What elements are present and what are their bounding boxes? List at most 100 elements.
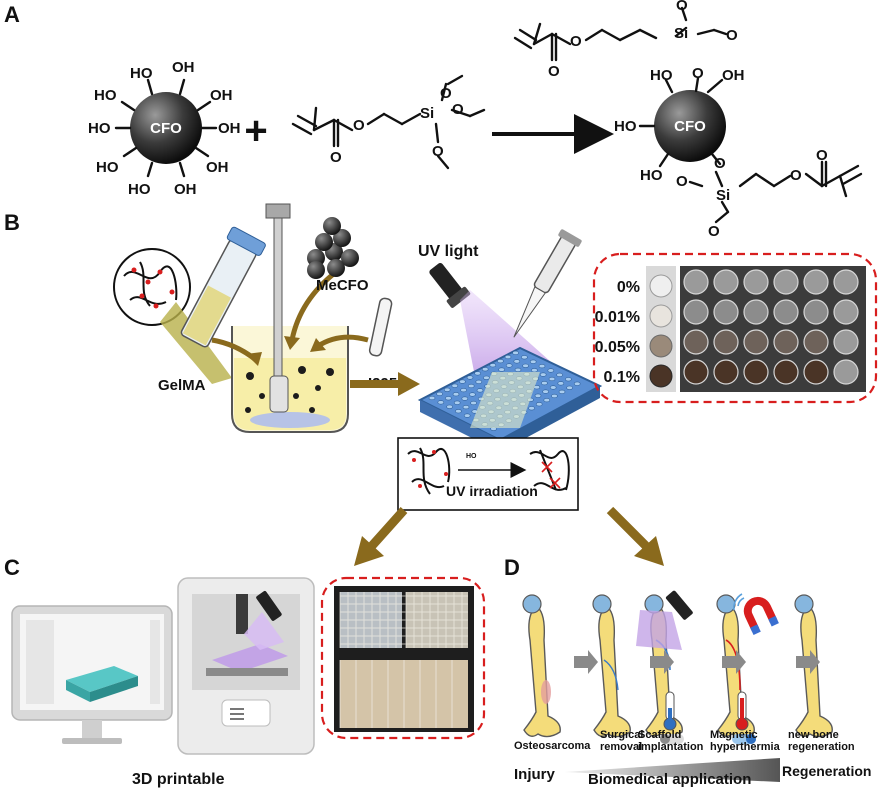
photo-well	[773, 359, 799, 385]
oh-label: OH	[210, 87, 233, 104]
oxygen-label: O	[726, 27, 738, 44]
photo-well	[773, 299, 799, 325]
thermometer-hot-icon	[735, 691, 749, 731]
monitor-icon	[11, 605, 173, 744]
plate-well	[548, 376, 556, 382]
plate-well	[558, 389, 566, 395]
inset-initiator-mark: HO	[466, 453, 477, 460]
initiator-tube-icon	[368, 297, 393, 357]
plate-well	[467, 383, 475, 389]
plate-well	[573, 381, 581, 386]
photo-well	[743, 359, 769, 385]
stage-line: removal	[600, 741, 642, 753]
silane-molecule	[291, 74, 486, 170]
photo-well	[773, 329, 799, 355]
photo-well	[743, 329, 769, 355]
plus-sign: +	[244, 109, 267, 153]
plate-well	[539, 372, 547, 377]
oh-label: HO	[88, 120, 111, 137]
plate-well	[538, 364, 546, 369]
plate-well	[476, 388, 484, 393]
oh-label: HO	[130, 65, 153, 82]
beaker-liquid	[234, 358, 346, 430]
plate-well	[534, 393, 542, 398]
photo-well	[713, 329, 739, 355]
inset-crosslinks	[541, 461, 561, 489]
cfo-sphere-right	[654, 90, 726, 162]
branch-arrow-right	[606, 506, 652, 552]
product-bonds	[513, 6, 863, 224]
photo-well	[713, 359, 739, 385]
toggle-icon	[660, 734, 756, 744]
inset-chains-right	[529, 449, 570, 491]
panel-b: MeCFO I2959 GelMA UV light	[113, 203, 878, 566]
oxygen-label: O	[440, 85, 452, 102]
oxygen-label: O	[570, 33, 582, 50]
plate-well	[452, 392, 460, 397]
plate-well	[504, 354, 512, 360]
plate-well	[505, 363, 513, 368]
branch-arrow-left	[366, 506, 408, 552]
photo-well	[833, 359, 859, 385]
vial-wells	[649, 274, 673, 388]
panel-c: 3D printable	[11, 576, 486, 788]
plate-well	[543, 398, 551, 403]
beaker-particles	[245, 366, 334, 413]
stage-line: Magnetic	[710, 729, 758, 741]
uv-irradiation-label: UV irradiation	[446, 483, 538, 499]
oh-label: OH	[218, 120, 241, 137]
silicon-label: Si	[420, 105, 434, 122]
stage-line: Scaffold	[638, 729, 681, 741]
pipette-icon	[513, 229, 582, 338]
stage-line: Surgical	[600, 729, 643, 741]
photo-well	[803, 269, 829, 295]
plate-well	[547, 368, 555, 373]
scaffold-photo-frame	[320, 576, 486, 740]
plate-well	[445, 396, 452, 401]
plate-well	[542, 389, 549, 394]
oh-label: OH	[174, 181, 197, 198]
oxygen-label: O	[452, 101, 464, 118]
cfo-label-left: CFO	[150, 120, 182, 137]
gelma-label: GelMA	[158, 377, 206, 394]
oh-label: HO	[128, 181, 151, 198]
oh-label: OH	[722, 67, 745, 84]
stir-vortex	[250, 412, 330, 428]
stage-line: new bone	[788, 729, 839, 741]
regeneration-label: Regeneration	[782, 763, 871, 779]
plate-well	[437, 400, 445, 405]
oxygen-label: O	[676, 0, 688, 14]
plate-well	[455, 409, 462, 414]
stage-arrows	[574, 650, 820, 674]
cfo-sphere-left	[130, 92, 202, 164]
oh-label: HO	[640, 167, 663, 184]
oxygen-label: O	[432, 143, 444, 160]
plate-well	[565, 377, 572, 382]
plate-well	[512, 350, 519, 356]
femur-icon	[522, 594, 561, 738]
panel-a: CFO HO OH HO OH HO OH HO OH HO OH +	[88, 0, 863, 240]
panel-letter-a: A	[4, 2, 20, 27]
biomedical-application-label: Biomedical application	[588, 771, 751, 788]
panel-letter-c: C	[4, 555, 20, 580]
flashlight-icon	[665, 590, 693, 620]
flow-arrow	[316, 334, 369, 349]
concentration-label: 0.01%	[595, 309, 640, 326]
plate-well	[489, 363, 497, 368]
photo-well	[833, 269, 859, 295]
oxygen-label: O	[692, 65, 704, 82]
plate-well	[556, 372, 563, 378]
photo-well	[713, 269, 739, 295]
stage-label: Osteosarcoma	[514, 740, 591, 752]
mecfo-beads-icon	[307, 217, 359, 279]
plate-well	[475, 379, 483, 385]
photo-well	[803, 299, 829, 325]
plate-well	[522, 363, 529, 368]
oh-label: HO	[96, 159, 119, 176]
scaffold-grid	[339, 592, 468, 728]
uv-beam-small	[636, 610, 682, 650]
stage-line: regeneration	[788, 741, 855, 753]
photo-well	[803, 329, 829, 355]
